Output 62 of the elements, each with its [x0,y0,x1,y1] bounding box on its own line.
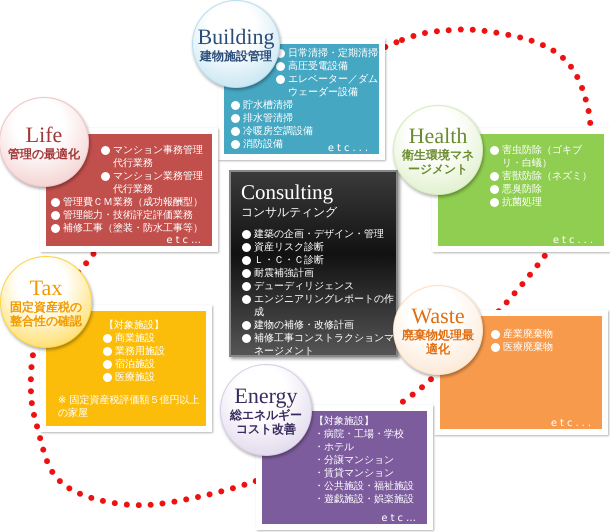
list-item: 管理能力・技術評定評価業務 [50,209,212,222]
list-heading: 【対象施設】 [104,319,165,332]
list-item: デューディリジェンス [241,280,396,293]
list-item: 資産リスク診断 [241,241,396,254]
list-item: ・ホテル [314,441,355,454]
category-circle [220,364,312,456]
service-box [229,170,398,357]
list-item: 悪臭防除 [489,183,601,196]
category-circle [0,97,89,187]
etc-text: etc... [550,418,594,429]
category-title: Building [197,25,274,49]
list-item: マンション事務管理代行業務 [100,144,212,170]
etc-text: etc… [381,513,419,524]
list-item: エレベーター／ダムウェーダー設備 [275,73,380,99]
list-item: ・分譲マンション [314,454,395,467]
list-item: 補修工事（塗装・防水工事等） [50,222,212,235]
list-item: 耐震補強計画 [241,267,396,280]
category-title: Energy [234,384,298,408]
list-item: ・公共施設・福祉施設 [314,480,415,493]
category-subtitle: 管理の最適化 [7,147,81,161]
list-item: 害獣防除（ネズミ） [489,170,601,183]
category-subtitle: 衛生環境マネージメント [400,148,475,176]
list-item: 建築の企画・デザイン・管理 [241,228,396,241]
list-item: Ｌ・Ｃ・Ｃ診断 [241,254,396,267]
list-item: 害虫防除（ゴキブリ・白蟻） [489,144,601,170]
etc-text: etc... [328,143,371,154]
list-item: 貯水槽清掃 [230,99,380,112]
list-item: ・病院・工場・学校 [314,428,405,441]
list-item: 医療施設 [102,371,208,384]
box-title: Consulting [241,180,334,204]
category-title: Health [408,124,468,148]
list-heading: 【対象施設】 [314,415,375,428]
category-title: Waste [411,304,465,328]
list-item: 管理費ＣＭ業務（成功報酬型） [50,196,212,209]
category-title: Tax [30,276,62,300]
category-circle [393,285,483,375]
list-item: 排水管清掃 [230,112,380,125]
category-circle [0,256,92,348]
etc-text: etc… [166,235,204,246]
category-subtitle: 固定資産税の整合性の確認 [9,300,84,328]
category-circle [393,105,483,195]
list-item: エンジニアリングレポートの作成 [241,293,396,319]
etc-text: etc... [552,235,596,246]
list-item: 補修工事コンストラクションマネージメント [241,332,396,358]
list-item: ・賃貸マンション [314,467,395,480]
box-subtitle: コンサルティング [241,204,338,220]
category-title: Life [26,123,62,147]
category-subtitle: 総エネルギーコスト改善 [228,408,303,436]
list-item: 冷暖房空調設備 [230,125,380,138]
category-circle [192,0,280,88]
list-item: 商業施設 [102,332,208,345]
list-item: ・遊戯施設・娯楽施設 [314,493,415,506]
list-item: 産業廃棄物 [490,328,600,341]
category-subtitle: 廃棄物処理最適化 [401,328,475,356]
list-item: 宿泊施設 [102,358,208,371]
list-item: 建物の補修・改修計画 [241,319,396,332]
category-subtitle: 建物施設管理 [198,49,273,63]
list-item: 医療廃棄物 [490,341,600,354]
list-item: マンション業務管理代行業務 [100,170,212,196]
list-item: 抗菌処理 [489,196,601,209]
list-item: 業務用施設 [102,345,208,358]
footnote: ※ 固定資産税評価額５億円以上の家屋 [58,394,201,420]
